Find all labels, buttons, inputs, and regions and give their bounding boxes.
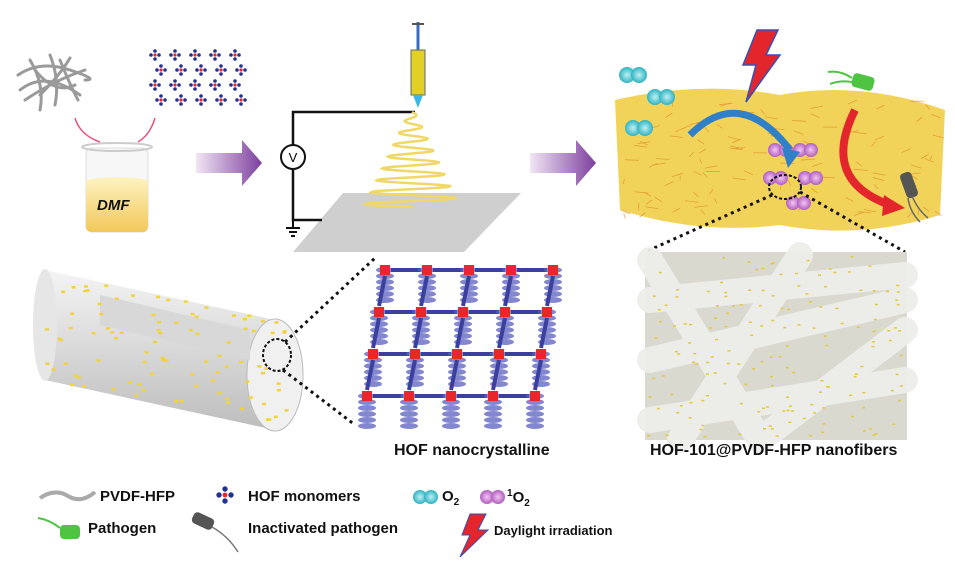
process-arrow-2 [530, 140, 596, 186]
legend-singlet-label: 1O2 [507, 488, 530, 509]
pathogen-icon [828, 72, 875, 92]
process-arrow-1 [196, 140, 262, 186]
legend-inactivated-icon [190, 511, 238, 552]
legend-o2-icon [413, 490, 438, 504]
beaker-icon [82, 143, 152, 232]
hof-monomers-icon [149, 49, 247, 106]
nanofibers-caption: HOF-101@PVDF-HFP nanofibers [650, 442, 897, 460]
electrospinning-setup: V [281, 22, 521, 252]
nanofiber-cross-section [33, 269, 303, 431]
mix-arrow-left [75, 118, 100, 142]
syringe-icon [411, 22, 425, 108]
nanofibers-render [645, 252, 907, 440]
mix-arrow-right [138, 118, 155, 142]
legend-pathogen-icon [38, 518, 80, 539]
legend-pathogen-label: Pathogen [88, 520, 156, 537]
svg-text:V: V [289, 150, 298, 165]
hof-caption: HOF nanocrystalline [394, 442, 550, 460]
legend-daylight-label: Daylight irradiation [494, 523, 612, 538]
legend-pvdf-label: PVDF-HFP [100, 488, 175, 505]
pvdf-fibers-icon [18, 55, 90, 110]
beaker-label: DMF [97, 197, 130, 214]
legend-inactivated-label: Inactivated pathogen [248, 520, 398, 537]
zoom-line [285, 258, 375, 342]
legend-monomer-icon [216, 486, 233, 503]
singlet-base: O [513, 489, 525, 506]
fiber-jet [365, 112, 455, 207]
lightning-icon [743, 30, 780, 102]
hof-lattice [358, 265, 562, 429]
singlet-sub: 2 [524, 498, 530, 509]
legend-monomers-label: HOF monomers [248, 488, 361, 505]
legend-lightning-icon [460, 514, 488, 557]
o2-base: O [442, 488, 454, 505]
legend-pvdf-icon [40, 492, 95, 499]
ground-icon [286, 220, 300, 236]
o2-sub: 2 [454, 497, 460, 508]
voltmeter-icon: V [281, 145, 305, 169]
legend-o2-label: O2 [442, 488, 459, 508]
legend-singlet-o2-icon [480, 490, 505, 504]
